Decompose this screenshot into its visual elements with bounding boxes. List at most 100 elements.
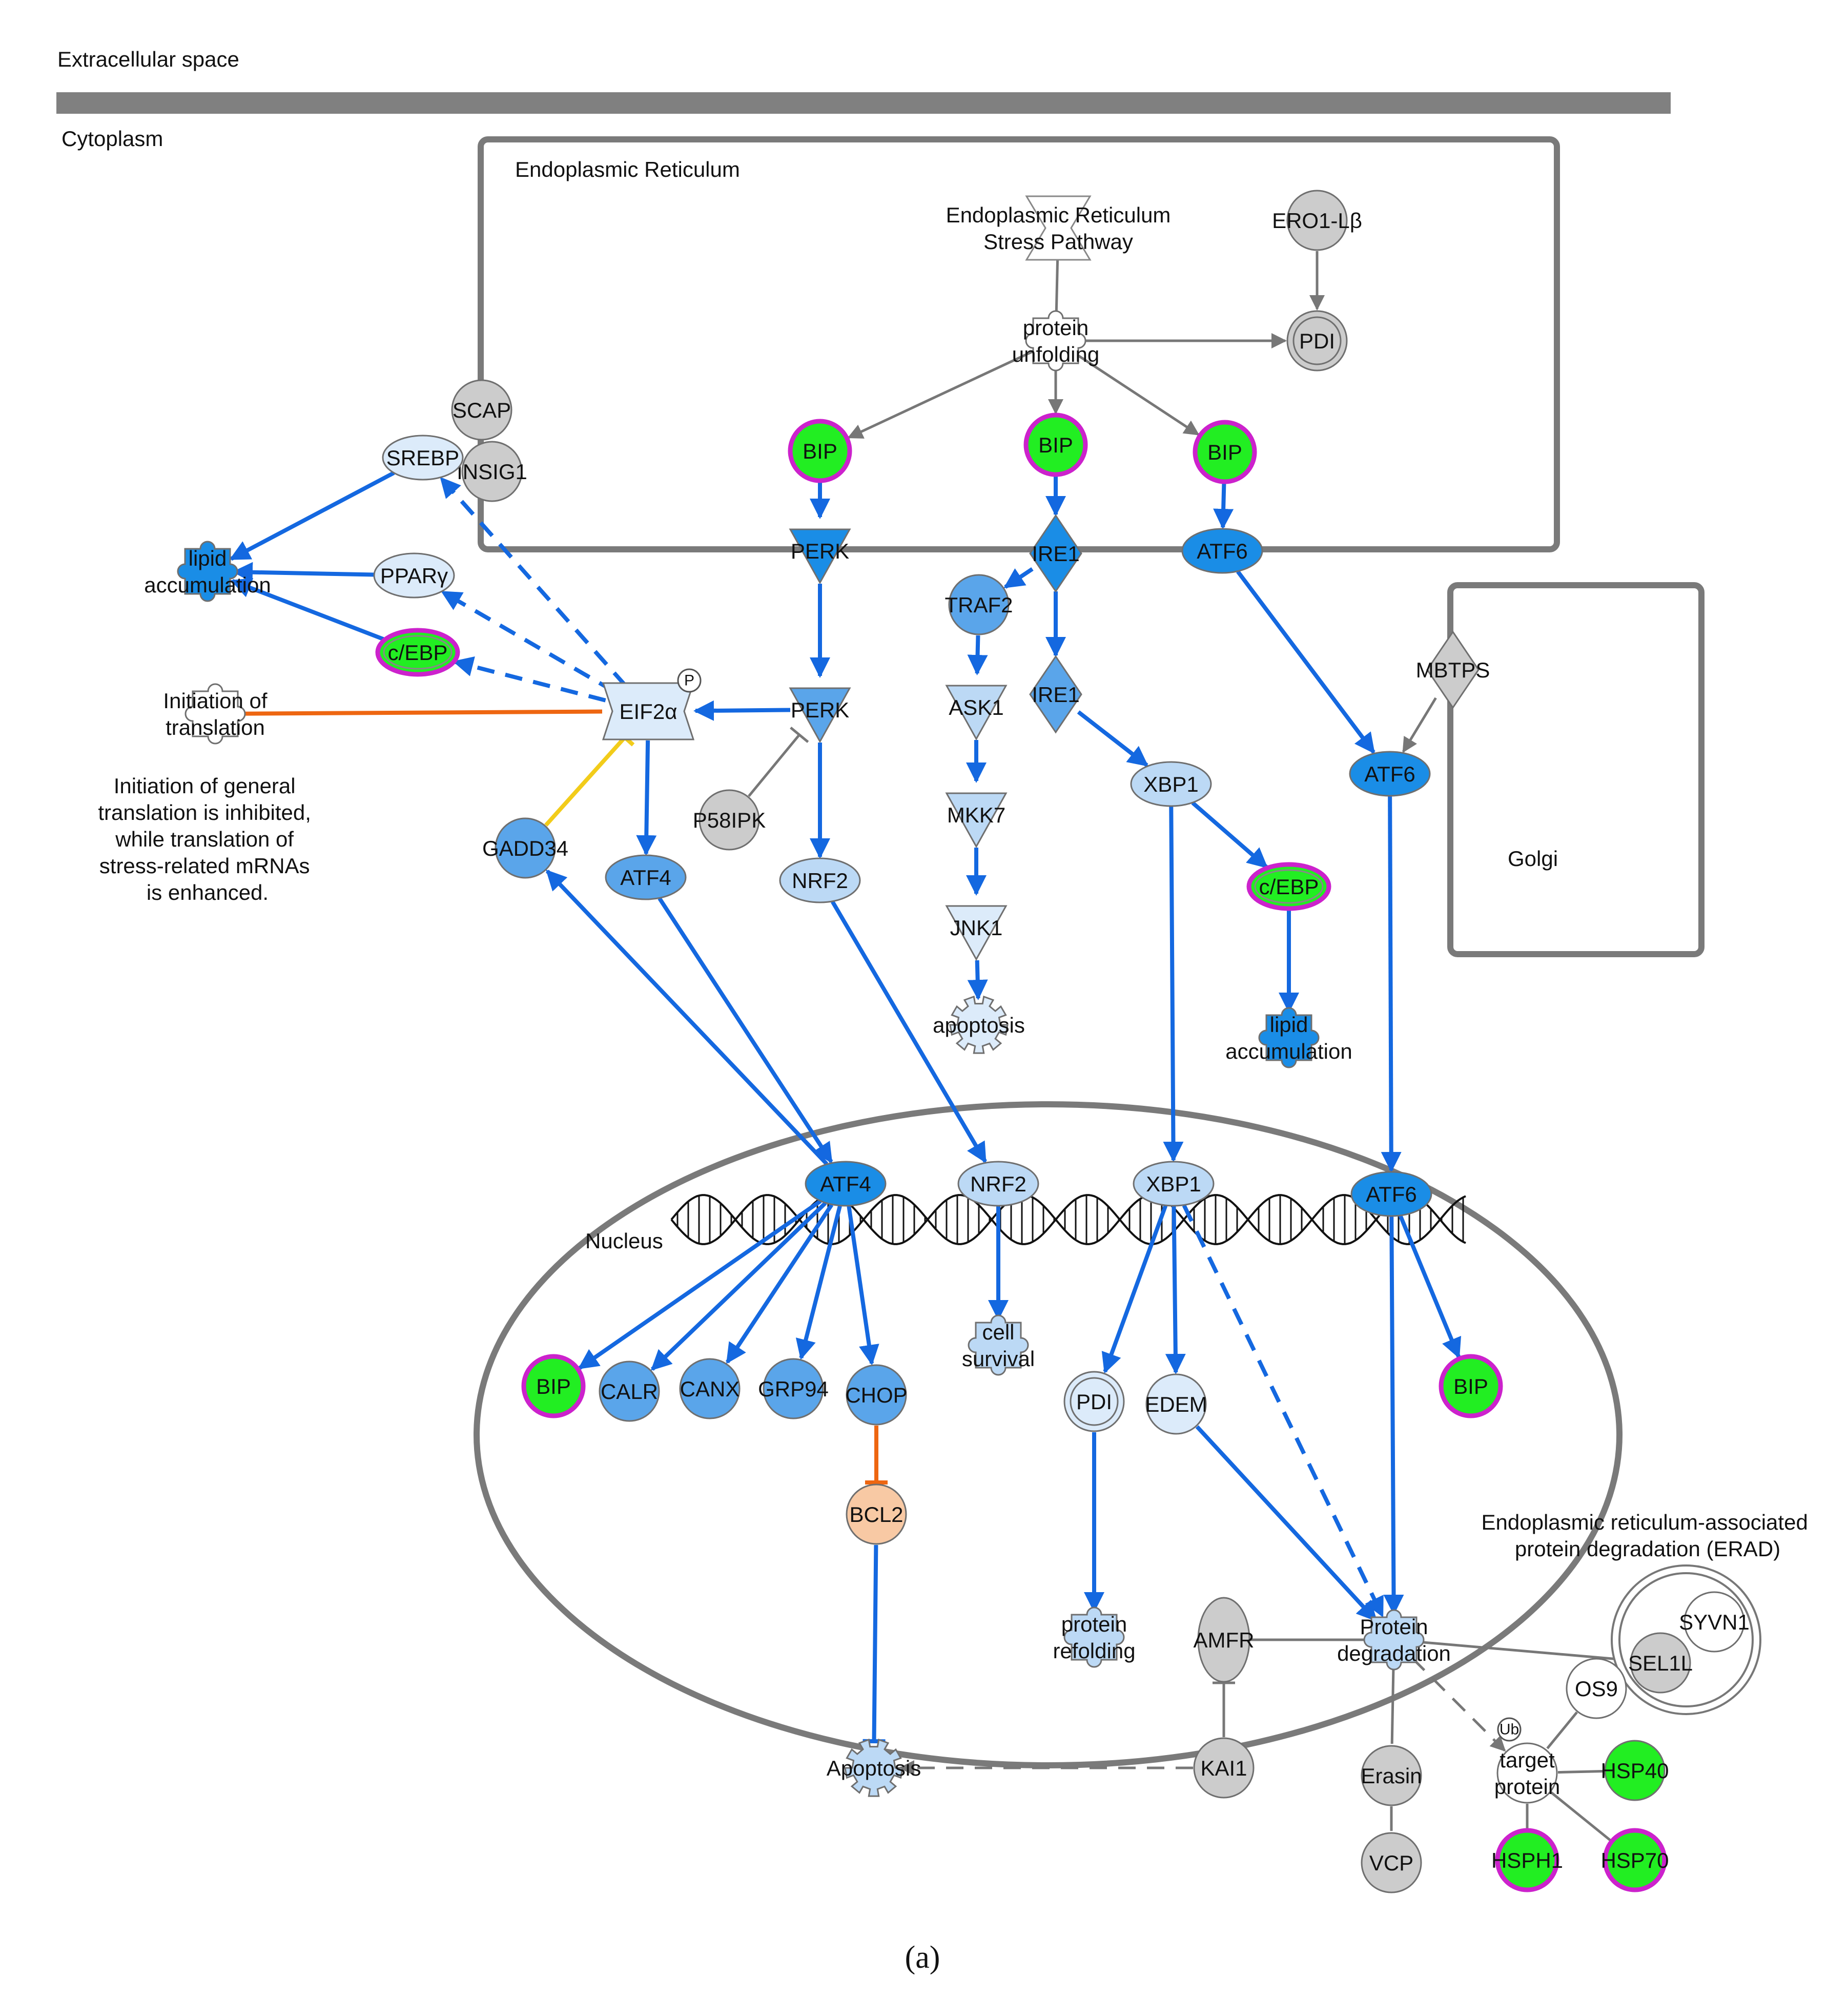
node-label-line: JNK1 [950, 916, 1003, 940]
node-label: PDI [1076, 1390, 1112, 1414]
edge-line [1411, 1657, 1506, 1752]
node-perk1[interactable]: PERK [789, 528, 851, 585]
node-vcp[interactable]: VCP [1361, 1832, 1422, 1893]
node-pparg[interactable]: PPARγ [373, 552, 455, 599]
node-shape [968, 1314, 1029, 1376]
node-nrf2_c[interactable]: NRF2 [779, 857, 861, 903]
node-cebp2[interactable]: c/EBP [1246, 862, 1331, 911]
node-kai1[interactable]: KAI1 [1193, 1737, 1255, 1799]
node-atf6_er[interactable]: ATF6 [1181, 528, 1263, 574]
node-mkk7[interactable]: MKK7 [945, 792, 1008, 849]
translation-note: Initiation of general translation is inh… [98, 774, 317, 904]
node-cebp1[interactable]: c/EBP [375, 628, 460, 677]
node-ero1[interactable]: ERO1-Lβ [1272, 190, 1362, 251]
node-scap[interactable]: SCAP [451, 379, 512, 441]
node-os9[interactable]: OS9 [1566, 1658, 1627, 1719]
node-label-line: ATF4 [820, 1172, 871, 1196]
node-bip_perk[interactable]: BIP [788, 419, 852, 483]
node-hsp40[interactable]: HSP40 [1600, 1740, 1669, 1801]
nucleus-compartment [474, 1101, 1623, 1768]
node-bip_n2[interactable]: BIP [1439, 1354, 1503, 1418]
node-canx[interactable]: CANX [679, 1358, 741, 1419]
node-xbp1_n[interactable]: XBP1 [1133, 1161, 1215, 1207]
node-jnk1[interactable]: JNK1 [945, 905, 1008, 961]
node-atf6_n[interactable]: ATF6 [1350, 1171, 1432, 1217]
node-sel1l[interactable]: SEL1L [1628, 1632, 1693, 1694]
edge-xbp1_n-to-pdi_n [1101, 1205, 1168, 1374]
node-chop[interactable]: CHOP [845, 1364, 908, 1426]
node-eif2a[interactable]: EIF2α [602, 682, 695, 740]
node-pdi_n[interactable]: PDI [1063, 1371, 1125, 1432]
node-atf4_c[interactable]: ATF4 [605, 854, 687, 900]
node-insig1[interactable]: INSIG1 [457, 441, 527, 502]
node-shape [779, 857, 861, 903]
node-edem[interactable]: EDEM [1145, 1373, 1207, 1435]
node-label-line: HSP70 [1600, 1848, 1669, 1872]
node-shape [1063, 1606, 1125, 1668]
node-mbtps[interactable]: MBTPS [1416, 630, 1490, 709]
node-ire1b[interactable]: IRE1 [1029, 655, 1082, 734]
node-hsp70[interactable]: HSP70 [1600, 1828, 1669, 1892]
node-apoptosis1[interactable]: apoptosis [933, 995, 1025, 1054]
node-calr[interactable]: CALR [599, 1361, 660, 1422]
dna-rungs [676, 1195, 1464, 1244]
node-syvn1[interactable]: SYVN1 [1679, 1591, 1750, 1653]
edge-eif2a-to-init [241, 709, 603, 716]
node-pdi_er[interactable]: PDI [1286, 310, 1348, 372]
node-gadd34[interactable]: GADD34 [482, 817, 568, 879]
edges [229, 251, 1629, 1841]
node-shape [948, 574, 1010, 635]
edge-line [1419, 1640, 1629, 1662]
node-xbp1_c[interactable]: XBP1 [1130, 761, 1212, 807]
node-shape [1197, 1597, 1250, 1683]
node-label-line: SCAP [453, 398, 511, 422]
node-label-line: ASK1 [949, 695, 1003, 719]
node-nrf2_n[interactable]: NRF2 [957, 1161, 1039, 1207]
node-srebp[interactable]: SREBP [382, 435, 464, 481]
node-hsph1[interactable]: HSPH1 [1491, 1828, 1563, 1892]
node-shape [184, 683, 246, 745]
node-ask1[interactable]: ASK1 [945, 685, 1008, 741]
node-label-line: MBTPS [1416, 658, 1490, 682]
node-bip_ire1[interactable]: BIP [1023, 413, 1088, 477]
node-label: HSP40 [1600, 1759, 1669, 1783]
edge-eif2a-to-cebp1 [453, 656, 606, 703]
edge-eif2a-to-pparg [441, 590, 615, 694]
node-ire1a[interactable]: IRE1 [1029, 514, 1082, 593]
node-bip_n1[interactable]: BIP [521, 1354, 586, 1418]
node-shape [373, 552, 455, 599]
node-p58[interactable]: P58IPK [693, 789, 766, 851]
edge-line [795, 1205, 842, 1360]
node-grp94[interactable]: GRP94 [758, 1358, 829, 1419]
node-shape [1181, 528, 1263, 574]
node-bip_atf6[interactable]: BIP [1193, 420, 1257, 484]
node-label: PDI [1299, 329, 1335, 353]
node-erasin[interactable]: Erasin [1361, 1745, 1422, 1806]
node-amfr[interactable]: AMFR [1194, 1597, 1255, 1683]
node-atf6_g[interactable]: ATF6 [1349, 751, 1431, 797]
node-label: CANX [680, 1377, 740, 1401]
edge-nrf2_c-to-nrf2_n [831, 900, 987, 1164]
edge-bcl2-to-apoptosis2 [863, 1544, 886, 1744]
node-perk2[interactable]: PERK [789, 687, 851, 744]
edge-cebp1-to-lipid1 [230, 578, 386, 642]
node-traf2[interactable]: TRAF2 [944, 574, 1013, 635]
node-atf4_n[interactable]: ATF4 [805, 1161, 887, 1207]
node-inner-ring [1070, 1377, 1119, 1426]
node-apoptosis2[interactable]: Apoptosis [827, 1738, 921, 1797]
node-shape [1495, 1828, 1559, 1892]
node-bcl2[interactable]: BCL2 [846, 1483, 907, 1545]
node-label: MKK7 [947, 803, 1005, 827]
